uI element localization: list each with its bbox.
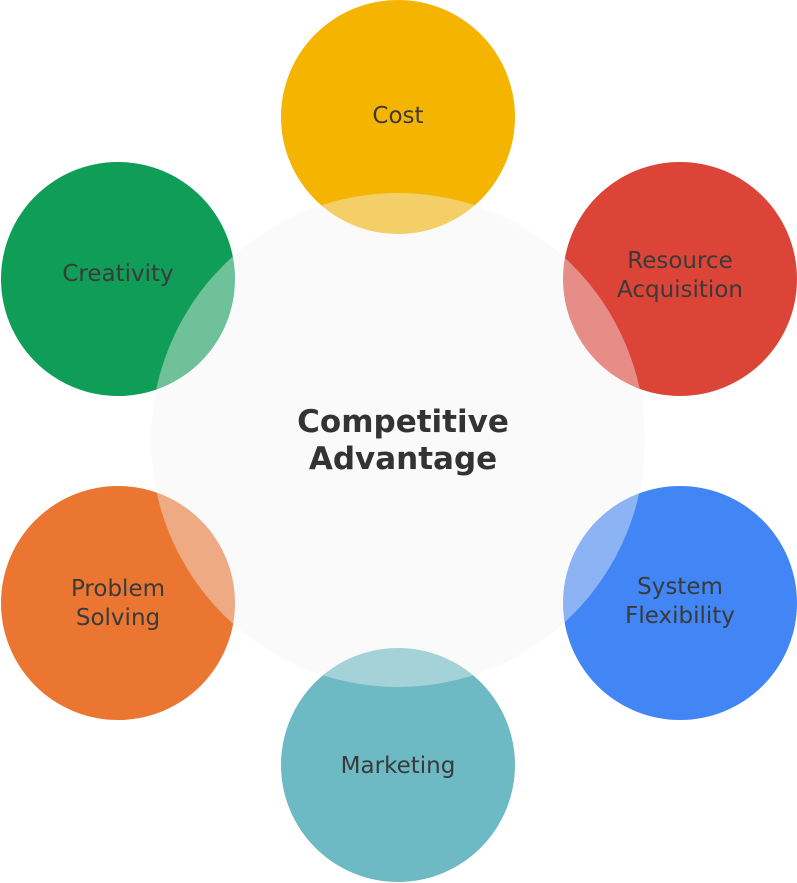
system-flexibility-label: System (637, 574, 723, 600)
center-label-line2: Advantage (309, 441, 497, 477)
system-flexibility-label: Flexibility (625, 603, 735, 629)
center-label-line1: Competitive (297, 404, 509, 440)
problem-solving-label: Problem (71, 576, 165, 602)
cost-label: Cost (372, 103, 423, 129)
cost-circle (281, 0, 515, 234)
resource-acquisition-label: Acquisition (617, 277, 743, 303)
marketing-circle (281, 648, 515, 882)
resource-acquisition-circle (563, 162, 797, 396)
system-flexibility-circle (563, 486, 797, 720)
marketing-label: Marketing (341, 753, 456, 779)
center-circle (151, 193, 645, 687)
problem-solving-label: Solving (76, 605, 160, 631)
creativity-circle (1, 162, 235, 396)
resource-acquisition-label: Resource (627, 248, 732, 274)
creativity-label: Creativity (62, 261, 173, 287)
problem-solving-circle (1, 486, 235, 720)
